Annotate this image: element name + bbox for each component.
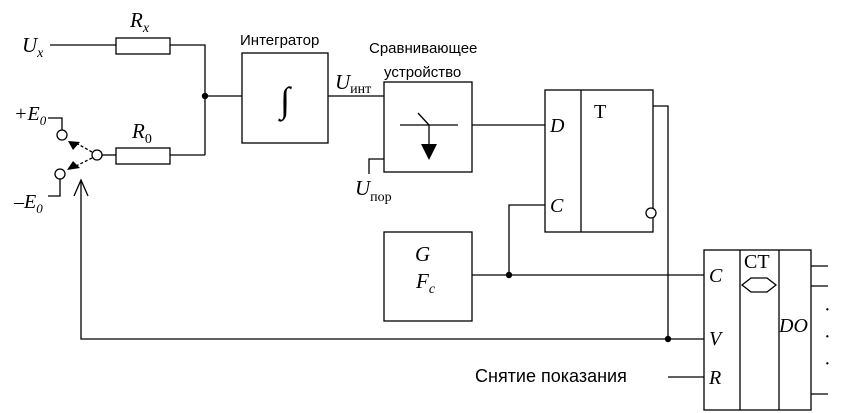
trigger-c-input: C (550, 195, 564, 217)
integrator-box (241, 52, 329, 144)
counter-r-input: R (708, 367, 721, 389)
resistor-r0: R0 (115, 119, 205, 165)
e-neg-label: –E0 (13, 191, 43, 216)
feedback-wire (80, 182, 704, 340)
counter-box (703, 249, 812, 411)
counter-v-input: V (709, 328, 724, 350)
resistor-rx: Rx (115, 8, 206, 155)
u-por-wire (368, 158, 384, 174)
trigger-d-input: D (549, 115, 565, 137)
polarity-switch (67, 141, 116, 170)
reset-label: Снятие показания (475, 366, 627, 386)
switch-pivot (91, 149, 103, 161)
counter-bus-arrow (740, 277, 778, 293)
trigger-block: D C T (544, 89, 657, 233)
feedback-arrow (73, 178, 89, 197)
trigger-inverse-output (645, 207, 657, 219)
comparator-box (383, 81, 473, 173)
counter-outputs: · · · (811, 265, 831, 395)
e-neg-terminal (54, 168, 66, 180)
counter-c-input: C (709, 265, 723, 287)
comparator-title-line1: Сравнивающее (369, 40, 477, 57)
feedback-junction (664, 335, 672, 343)
rx-output-wire (170, 44, 206, 155)
trigger-output-wire (653, 105, 669, 339)
output-dot-1: · (824, 299, 831, 321)
e-pos-wire (48, 117, 63, 130)
switch-arm-down (75, 157, 93, 167)
integral-symbol: ∫ (278, 80, 292, 122)
e-pos-terminal (56, 129, 68, 141)
clock-junction (505, 271, 513, 279)
trigger-title: T (594, 101, 606, 123)
u-int-label: Uинт (335, 70, 371, 97)
generator-box (383, 231, 473, 322)
r0-body (115, 147, 171, 165)
comparator-symbol-arrow (421, 144, 437, 160)
counter-title: CT (744, 251, 770, 273)
comparator-symbol-slant (417, 112, 430, 126)
switch-arrow-down (67, 161, 80, 170)
feedback-line (73, 178, 704, 343)
output-dot-2: · (824, 326, 831, 348)
comparator-block: Сравнивающее устройство Uпор (355, 40, 545, 205)
counter-block: C V R CT DO (703, 249, 812, 411)
generator-f: Fc (415, 269, 436, 297)
counter-do-output: DO (778, 315, 808, 337)
switch-arm-up (75, 142, 93, 153)
input-ux: Ux (22, 33, 116, 61)
u-int-signal: Uинт (328, 70, 384, 97)
r0-label: R0 (131, 119, 152, 147)
comparator-title-line2: устройство (384, 64, 461, 81)
clock-lines (472, 204, 704, 279)
ux-label: Ux (22, 33, 44, 61)
rx-body (115, 37, 171, 55)
clock-to-trigger-wire (508, 204, 545, 275)
e-neg-wire (48, 179, 61, 197)
trigger-box (544, 89, 654, 233)
comparator-symbol (400, 112, 458, 160)
switch-arrow-up (68, 141, 80, 150)
integrator-block: Интегратор ∫ (240, 32, 329, 144)
rx-label: Rx (129, 8, 150, 36)
u-por-label: Uпор (355, 176, 392, 205)
reference-sources: +E0 –E0 (13, 103, 68, 216)
output-dot-3: · (824, 353, 831, 375)
e-pos-label: +E0 (14, 103, 47, 128)
reset-input: Снятие показания (475, 366, 704, 386)
generator-block: G Fc (383, 231, 473, 322)
generator-g: G (415, 242, 430, 266)
integrator-title: Интегратор (240, 32, 319, 49)
